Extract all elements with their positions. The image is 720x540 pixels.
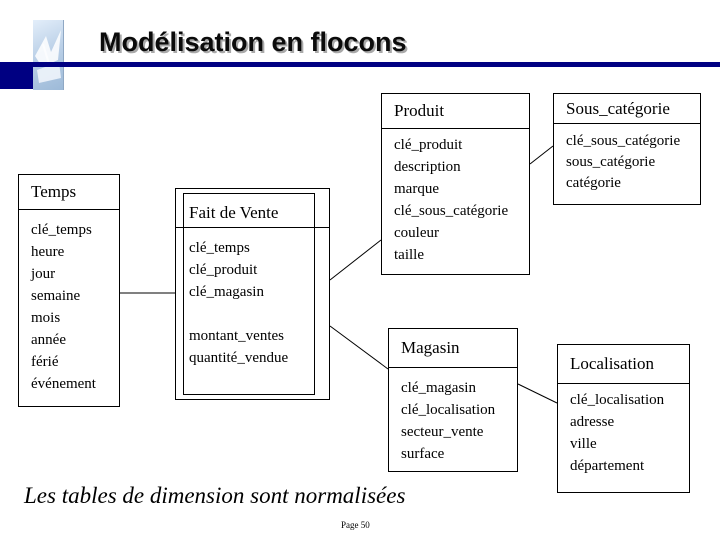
footnote: Les tables de dimension sont normalisées	[24, 483, 406, 508]
fact-inner-frame	[183, 193, 315, 395]
entity-field: ville	[570, 436, 597, 452]
entity-field: événement	[31, 376, 96, 392]
entity-field: catégorie	[566, 175, 621, 191]
entity-field	[189, 303, 288, 325]
entity-fields: clé_produit description marque clé_sous_cat…	[382, 129, 529, 266]
entity-title: Localisation	[558, 345, 689, 384]
entity-title: Magasin	[389, 329, 517, 368]
entity-title: Temps	[19, 175, 119, 210]
entity-field: couleur	[394, 225, 439, 241]
page-number: Page 50	[341, 520, 370, 530]
entity-field: heure	[31, 244, 65, 260]
title-underline-bar	[0, 62, 720, 67]
entity-title: Fait de Vente	[189, 203, 279, 222]
entity-field: clé_temps	[31, 222, 92, 238]
entity-sous-categorie: Sous_catégorie clé_sous_catégorie sous_ca…	[553, 93, 701, 205]
entity-field: taille	[394, 247, 424, 263]
entity-field: clé_sous_catégorie	[566, 133, 681, 149]
entity-field: jour	[31, 266, 56, 282]
connector-fait-produit	[329, 239, 382, 281]
entity-field: sous_catégorie	[566, 154, 656, 170]
slide-logo	[33, 20, 64, 90]
entity-fields: clé_magasin clé_localisation secteur_vente…	[389, 368, 517, 465]
entity-field: clé_sous_catégorie	[394, 203, 509, 219]
entity-field: année	[31, 332, 66, 348]
fact-header-divider	[176, 227, 329, 228]
connector-fait-magasin	[329, 325, 389, 370]
accent-block	[0, 62, 33, 89]
entity-field: clé_temps	[189, 240, 250, 256]
entity-title: Produit	[382, 94, 529, 129]
logo-graphic	[35, 30, 61, 83]
entity-field: clé_produit	[189, 262, 258, 278]
entity-field: description	[394, 159, 461, 175]
entity-field: clé_localisation	[401, 402, 496, 418]
entity-fait-de-vente: Fait de Vente clé_temps clé_produit clé_ma…	[175, 188, 330, 400]
entity-fields: clé_temps clé_produit clé_magasin montant_…	[189, 237, 288, 369]
entity-field: clé_magasin	[401, 380, 476, 396]
connector-magasin-localisation	[517, 383, 558, 404]
connector-produit-souscategorie	[529, 145, 554, 165]
entity-field: semaine	[31, 288, 81, 304]
entity-field: clé_localisation	[570, 392, 665, 408]
entity-field: montant_ventes	[189, 328, 284, 344]
entity-field: département	[570, 458, 645, 474]
entity-fields: clé_sous_catégorie sous_catégorie catégori…	[554, 124, 700, 194]
entity-field: mois	[31, 310, 61, 326]
entity-field: surface	[401, 446, 445, 462]
page-title: Modélisation en flocons	[99, 27, 407, 57]
entity-field: férié	[31, 354, 59, 370]
entity-field: adresse	[570, 414, 615, 430]
entity-field: clé_magasin	[189, 284, 264, 300]
entity-title: Sous_catégorie	[554, 94, 700, 124]
entity-field: clé_produit	[394, 137, 463, 153]
entity-field: marque	[394, 181, 439, 197]
entity-field: secteur_vente	[401, 424, 484, 440]
entity-field: quantité_vendue	[189, 350, 289, 366]
